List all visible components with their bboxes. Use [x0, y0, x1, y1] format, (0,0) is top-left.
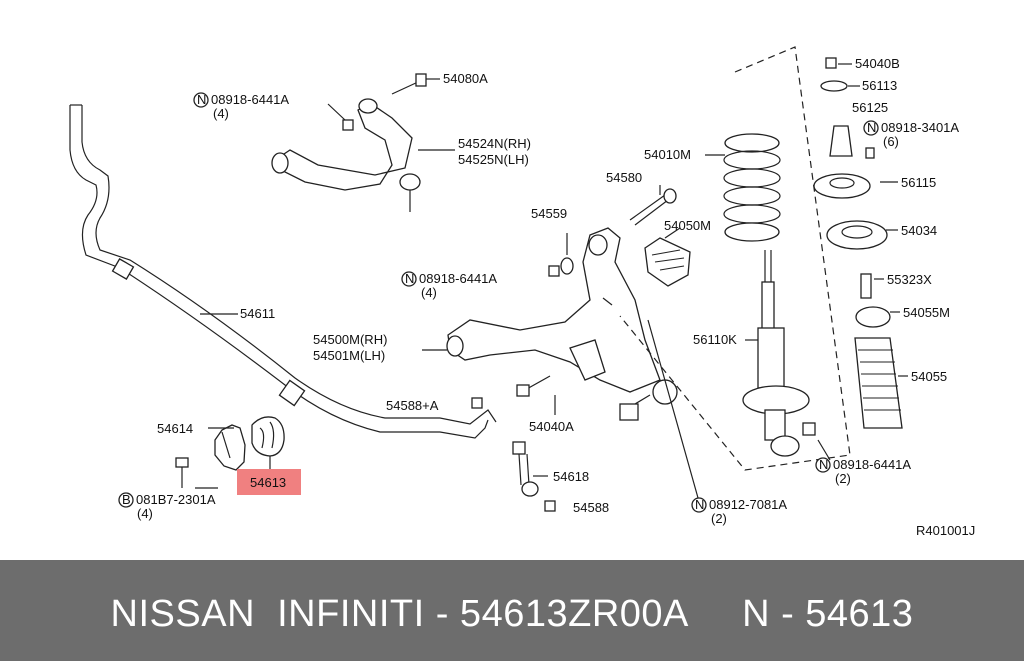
label-qty-4-b: (4) — [137, 506, 153, 521]
label-qty-2-right: (2) — [835, 471, 851, 486]
upper-link — [271, 73, 455, 212]
label-54525n: 54525N(LH) — [458, 152, 529, 167]
b-marker: B — [118, 492, 134, 508]
label-54613: 54613 — [250, 475, 286, 490]
leader-lines — [195, 63, 908, 506]
label-55323x: 55323X — [887, 272, 932, 287]
n-marker-08912: N — [691, 497, 707, 513]
label-qty-6: (6) — [883, 134, 899, 149]
label-54040a: 54040A — [529, 419, 574, 434]
label-54040b: 54040B — [855, 56, 900, 71]
label-54080a: 54080A — [443, 71, 488, 86]
shock-absorber — [742, 250, 816, 457]
svg-text:N: N — [695, 497, 704, 512]
lower-link — [422, 227, 678, 421]
label-54524n: 54524N(RH) — [458, 136, 531, 151]
stabilizer-bar — [69, 104, 497, 439]
n-marker-top-right: N — [863, 120, 879, 136]
dashed-boundary — [619, 46, 851, 471]
label-08918-6441a-right: 08918-6441A — [833, 457, 911, 472]
svg-text:N: N — [197, 92, 206, 107]
label-54559: 54559 — [531, 206, 567, 221]
label-54010m: 54010M — [644, 147, 691, 162]
reference-code: R401001J — [916, 523, 975, 538]
n-marker-bottom-right: N — [815, 457, 831, 473]
label-54501m: 54501M(LH) — [313, 348, 385, 363]
n-marker-mid: N — [401, 271, 417, 287]
label-54055m: 54055M — [903, 305, 950, 320]
bolt-54040a — [516, 375, 556, 415]
label-54500m: 54500M(RH) — [313, 332, 387, 347]
label-08918-6441a-top: 08918-6441A — [211, 92, 289, 107]
label-56113: 56113 — [862, 78, 897, 93]
parts-diagram: N N B N N N 54080A 08918-6441A (4) 54524… — [69, 46, 976, 538]
bolt-081b7 — [175, 457, 189, 488]
label-qty-4-top: (4) — [213, 106, 229, 121]
bracket-54050m — [644, 227, 691, 287]
svg-text:N: N — [819, 457, 828, 472]
bolt-54080a — [391, 73, 440, 95]
label-56125: 56125 — [852, 100, 888, 115]
svg-text:N: N — [867, 120, 876, 135]
bushing-assembly — [175, 416, 285, 488]
label-56110k: 56110K — [693, 332, 737, 347]
caption-bar: NISSAN INFINITI - 54613ZR00A N - 54613 — [0, 560, 1024, 661]
top-mount — [813, 57, 903, 429]
label-qty-2-08912: (2) — [711, 511, 727, 526]
label-54618: 54618 — [553, 469, 589, 484]
nut-top — [327, 103, 354, 131]
label-54034: 54034 — [901, 223, 937, 238]
label-54611: 54611 — [240, 306, 275, 321]
coil-spring — [705, 133, 781, 242]
label-54580: 54580 — [606, 170, 642, 185]
svg-text:B: B — [122, 492, 131, 507]
bolt-54580 — [629, 185, 677, 226]
n-marker-top: N — [193, 92, 209, 108]
label-08912-7081a: 08912-7081A — [709, 497, 787, 512]
label-54614: 54614 — [157, 421, 193, 436]
part-caption: NISSAN INFINITI - 54613ZR00A N - 54613 — [110, 593, 914, 635]
svg-text:N: N — [405, 271, 414, 286]
label-081b7-2301a: 081B7-2301A — [136, 492, 216, 507]
label-56115: 56115 — [901, 175, 936, 190]
highlight-box — [237, 469, 301, 495]
label-08918-3401a: 08918-3401A — [881, 120, 959, 135]
exploded-view: N N B N N N 54080A 08918-6441A (4) 54524… — [69, 46, 975, 538]
label-54588: 54588 — [573, 500, 609, 515]
washer-54559 — [560, 233, 574, 275]
label-54050m: 54050M — [664, 218, 711, 233]
stabilizer-link — [471, 397, 556, 512]
nut-mid — [548, 265, 560, 277]
label-54055: 54055 — [911, 369, 947, 384]
label-qty-4-mid: (4) — [421, 285, 437, 300]
label-08918-6441a-mid: 08918-6441A — [419, 271, 497, 286]
label-54588a: 54588+A — [386, 398, 439, 413]
